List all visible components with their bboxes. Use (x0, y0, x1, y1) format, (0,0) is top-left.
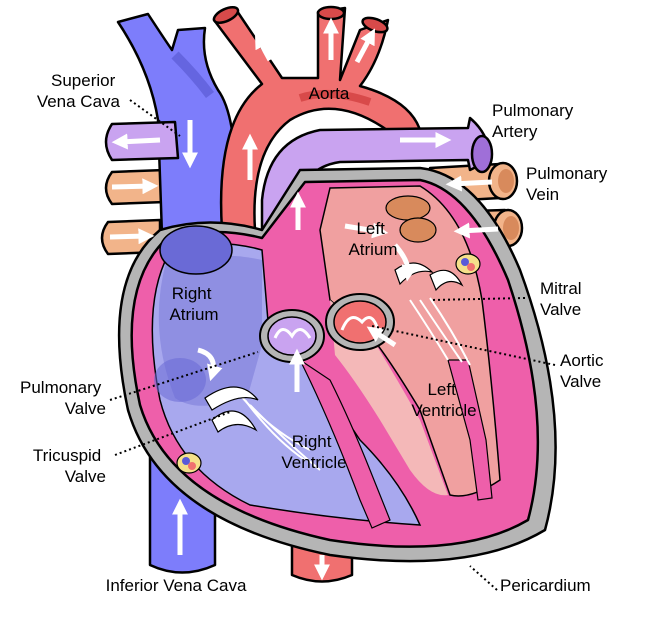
label-pulmonary-artery: Pulmonary Artery (492, 101, 578, 141)
label-inferior-vena-cava: Inferior Vena Cava (106, 576, 247, 595)
label-aortic-valve: Aortic Valve (560, 351, 608, 391)
aorta (212, 5, 422, 332)
leader-lines (109, 99, 556, 591)
label-pulmonary-valve: Pulmonary Valve (20, 378, 106, 418)
tricuspid-valve-leaflets (204, 386, 259, 433)
flow-arrows (109, 17, 499, 581)
label-right-ventricle: Right Ventricle (281, 432, 346, 472)
label-left-atrium: Left Atrium (348, 219, 397, 259)
label-superior-vena-cava: Superior Vena Cava (37, 71, 121, 111)
av-node (455, 253, 481, 275)
sa-node (176, 452, 202, 474)
label-pulmonary-vein: Pulmonary Vein (526, 164, 612, 204)
label-aorta: Aorta (309, 84, 350, 103)
label-left-ventricle: Left Ventricle (411, 380, 476, 420)
superior-vena-cava (116, 12, 238, 237)
label-mitral-valve: Mitral Valve (540, 279, 586, 319)
label-right-atrium: Right Atrium (169, 284, 218, 324)
label-tricuspid-valve: Tricuspid Valve (33, 446, 106, 486)
chordae (239, 297, 471, 471)
aortic-valve (325, 293, 395, 351)
label-pericardium: Pericardium (500, 576, 591, 595)
pulmonary-valve (259, 309, 325, 363)
